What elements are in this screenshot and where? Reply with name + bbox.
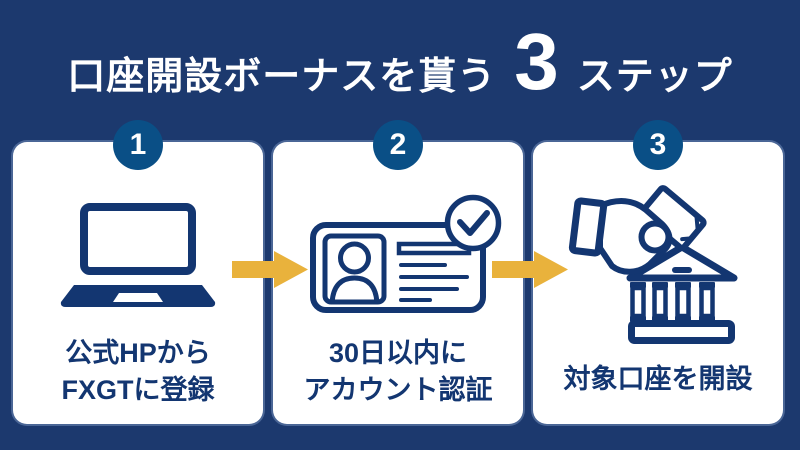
arrow-right-icon — [232, 251, 308, 288]
step-2-number-badge: 2 — [373, 120, 423, 170]
step-2-caption: 30日以内に アカウント認証 — [273, 335, 523, 409]
page-title: 口座開設ボーナスを貰う 3 ステップ — [0, 22, 800, 102]
step-card-1: 1 公式HPから FXGTに登録 — [13, 120, 263, 424]
step-2-number: 2 — [389, 128, 407, 161]
title-suffix: ステップ — [576, 56, 733, 98]
id-card-verified-icon — [294, 194, 502, 327]
step-3-caption-line-1: 対象口座を開設 — [563, 364, 753, 394]
title-prefix: 口座開設ボーナスを貰う — [67, 56, 497, 98]
step-1-caption-line-2: FXGTに登録 — [61, 375, 215, 405]
arrow-right-icon — [492, 251, 568, 288]
bank-deposit-icon — [562, 182, 754, 353]
laptop-icon — [58, 201, 218, 314]
step-3-caption: 対象口座を開設 — [533, 361, 783, 398]
step-1-caption-line-1: 公式HPから — [65, 338, 211, 368]
step-1-number-badge: 1 — [113, 120, 163, 170]
title-step-count: 3 — [514, 17, 559, 106]
step-1-caption: 公式HPから FXGTに登録 — [13, 335, 263, 409]
step-3-number: 3 — [649, 128, 667, 161]
step-2-caption-line-1: 30日以内に — [328, 338, 468, 368]
step-1-number: 1 — [129, 128, 147, 161]
step-card-2: 2 — [273, 120, 523, 424]
step-2-caption-line-2: アカウント認証 — [303, 375, 493, 405]
step-3-number-badge: 3 — [633, 120, 683, 170]
step-card-3: 3 — [533, 120, 783, 424]
